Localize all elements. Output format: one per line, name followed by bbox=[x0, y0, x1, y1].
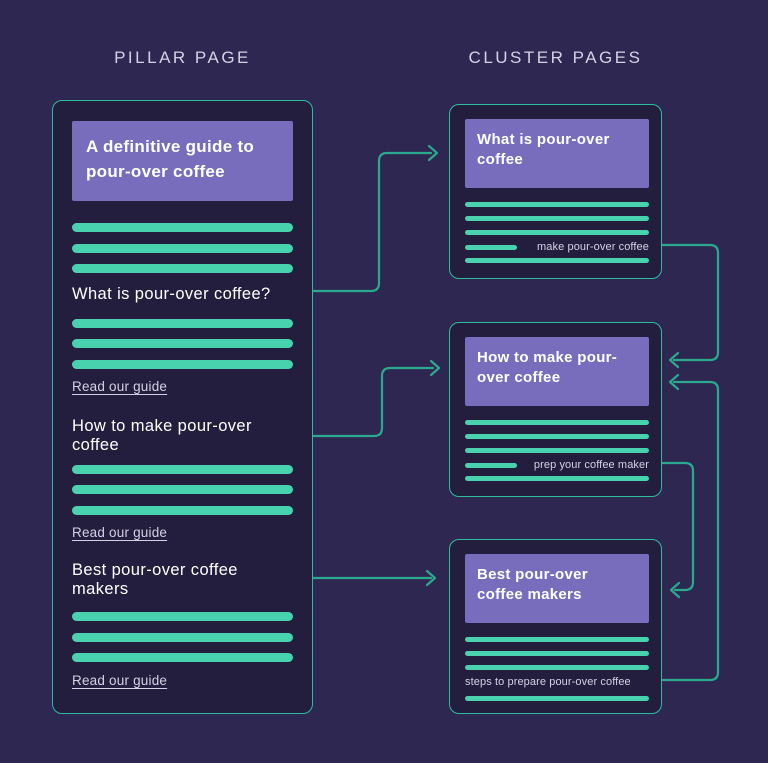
cluster-card-2: How to make pour-over coffee prep your c… bbox=[449, 322, 662, 497]
cluster-card-1: What is pour-over coffee make pour-over … bbox=[449, 104, 662, 279]
text-placeholder-mini-bar bbox=[465, 244, 517, 250]
connector-pillar-to-cluster2 bbox=[311, 366, 435, 438]
text-placeholder-bar bbox=[72, 264, 293, 273]
pillar-title-text: A definitive guide to pour-over coffee bbox=[86, 137, 255, 181]
text-placeholder-line bbox=[465, 651, 649, 656]
text-placeholder-bar bbox=[72, 633, 293, 642]
pillar-page-card: A definitive guide to pour-over coffee W… bbox=[52, 100, 313, 714]
read-guide-link-2[interactable]: Read our guide bbox=[72, 525, 168, 540]
text-placeholder-line bbox=[465, 258, 649, 263]
text-placeholder-mini-bar bbox=[465, 462, 517, 468]
text-placeholder-bar bbox=[72, 506, 293, 515]
connector-cluster2-to-cluster3 bbox=[660, 461, 695, 592]
cluster3-title-text: Best pour-over coffee makers bbox=[477, 566, 588, 603]
cluster2-anchor-link[interactable]: prep your coffee maker bbox=[533, 459, 649, 471]
cluster3-anchor-row: steps to prepare pour-over coffee bbox=[465, 676, 649, 688]
cluster-card-3: Best pour-over coffee makers steps to pr… bbox=[449, 539, 662, 714]
connector-pillar-to-cluster1 bbox=[311, 151, 433, 293]
pillar-section2-heading: How to make pour-over coffee bbox=[72, 417, 252, 454]
text-placeholder-bar bbox=[72, 244, 293, 253]
cluster2-anchor-row: prep your coffee maker bbox=[465, 459, 649, 471]
text-placeholder-bar bbox=[72, 360, 293, 369]
arrowhead-into-cluster2-left bbox=[429, 359, 441, 377]
text-placeholder-bar bbox=[72, 612, 293, 621]
arrowhead-into-cluster3-left bbox=[425, 569, 437, 587]
text-placeholder-bar bbox=[72, 485, 293, 494]
text-placeholder-line bbox=[465, 202, 649, 207]
arrowhead-into-cluster3-right bbox=[669, 581, 681, 599]
cluster1-anchor-row: make pour-over coffee bbox=[465, 241, 649, 253]
cluster-column-title: CLUSTER PAGES bbox=[468, 48, 643, 67]
cluster2-title-text: How to make pour-over coffee bbox=[477, 349, 618, 386]
text-placeholder-bar bbox=[72, 465, 293, 474]
text-placeholder-line bbox=[465, 476, 649, 481]
arrowhead-into-cluster1 bbox=[427, 144, 439, 162]
cluster1-title-text: What is pour-over coffee bbox=[477, 131, 610, 168]
pillar-header-block: A definitive guide to pour-over coffee bbox=[72, 121, 293, 201]
text-placeholder-line bbox=[465, 230, 649, 235]
connector-cluster1-to-cluster2 bbox=[660, 243, 720, 362]
read-guide-link-1[interactable]: Read our guide bbox=[72, 379, 168, 394]
connector-cluster3-to-cluster2 bbox=[660, 380, 720, 682]
text-placeholder-bar bbox=[72, 319, 293, 328]
arrowhead-into-cluster2-right-top bbox=[668, 351, 680, 369]
pillar-column-title: PILLAR PAGE bbox=[114, 48, 251, 67]
read-guide-link-3[interactable]: Read our guide bbox=[72, 673, 168, 688]
text-placeholder-line bbox=[465, 420, 649, 425]
text-placeholder-line bbox=[465, 216, 649, 221]
cluster3-header-block: Best pour-over coffee makers bbox=[465, 554, 649, 623]
cluster2-header-block: How to make pour-over coffee bbox=[465, 337, 649, 406]
arrowhead-into-cluster2-right-bottom bbox=[668, 373, 680, 391]
text-placeholder-line bbox=[465, 637, 649, 642]
cluster1-header-block: What is pour-over coffee bbox=[465, 119, 649, 188]
text-placeholder-line bbox=[465, 434, 649, 439]
text-placeholder-line bbox=[465, 696, 649, 701]
text-placeholder-bar bbox=[72, 653, 293, 662]
cluster3-anchor-link[interactable]: steps to prepare pour-over coffee bbox=[465, 676, 631, 688]
text-placeholder-line bbox=[465, 448, 649, 453]
text-placeholder-line bbox=[465, 665, 649, 670]
text-placeholder-bar bbox=[72, 223, 293, 232]
cluster1-anchor-link[interactable]: make pour-over coffee bbox=[537, 241, 649, 253]
text-placeholder-bar bbox=[72, 339, 293, 348]
pillar-section3-heading: Best pour-over coffee makers bbox=[72, 561, 238, 598]
pillar-section1-heading: What is pour-over coffee? bbox=[72, 285, 271, 303]
